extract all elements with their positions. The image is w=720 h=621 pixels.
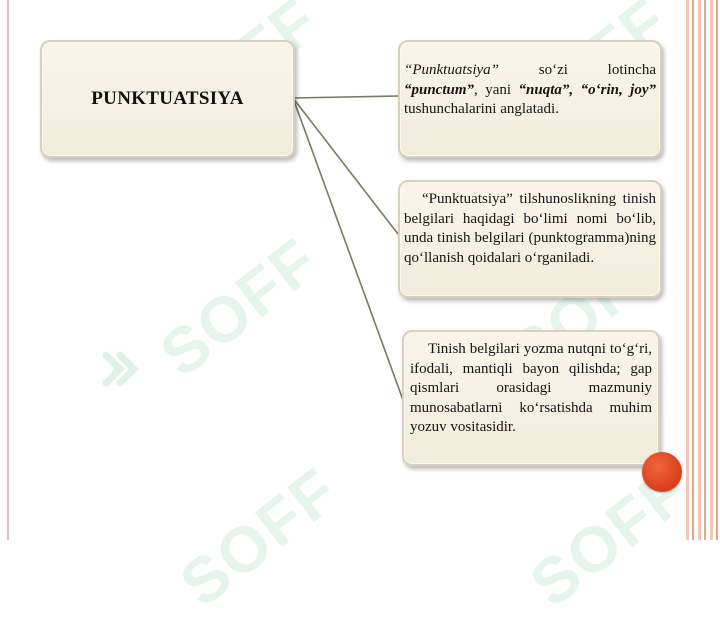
- right-decorative-stripes: [686, 0, 720, 540]
- orange-dot-icon: [642, 452, 682, 492]
- definition-meanings: “nuqta”, “o‘rin, joy”: [518, 81, 656, 98]
- definition-box: “Punktuatsiya” so‘zi lotincha “punctum”,…: [398, 40, 662, 158]
- role-box: Tinish belgilari yozma nutqni to‘g‘ri, i…: [402, 330, 660, 466]
- left-border-line: [7, 0, 9, 540]
- definition-term: “Punktuatsiya”: [404, 62, 500, 78]
- title-box: PUNKTUATSIYA: [40, 40, 295, 158]
- definition-text-part: so‘zi lotincha: [499, 62, 656, 78]
- field-text: “Punktuatsiya” tilshunoslikning tinish b…: [404, 191, 656, 266]
- connector-lines: [292, 95, 404, 401]
- definition-text: “Punktuatsiya” so‘zi lotincha “punctum”,…: [404, 61, 656, 120]
- definition-text-part: tushunchalarini anglatadi.: [404, 101, 559, 118]
- definition-text-part: , yani: [474, 81, 519, 98]
- connector-to-role: [292, 97, 404, 401]
- diagram-title: PUNKTUATSIYA: [91, 88, 244, 109]
- definition-latin-word: “punctum”: [404, 81, 475, 98]
- connector-to-definition: [292, 95, 399, 99]
- role-text: Tinish belgilari yozma nutqni to‘g‘ri, i…: [410, 341, 652, 436]
- connector-to-field: [292, 97, 399, 235]
- field-box: “Punktuatsiya” tilshunoslikning tinish b…: [398, 180, 662, 298]
